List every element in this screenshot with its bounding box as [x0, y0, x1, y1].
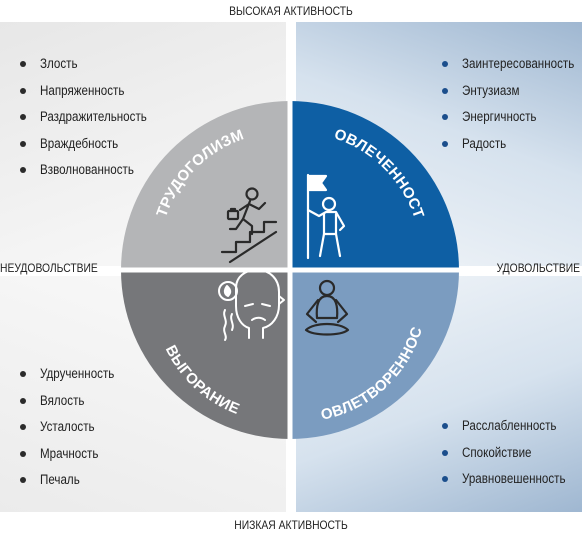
sector-workaholism: [121, 101, 290, 270]
burning-head-icon: [218, 269, 285, 341]
burnout-emotion-item-label: Удрученность: [40, 366, 115, 381]
satisfaction-emotion-item-label: Расслабленность: [462, 418, 557, 433]
climbing-stairs-icon: [220, 187, 278, 264]
burnout-emotion-item-label: Вялость: [40, 392, 85, 408]
burnout-emotion-item-label: Мрачность: [40, 445, 99, 461]
workaholism-emotion-item-label: Напряженность: [40, 82, 125, 98]
satisfaction-emotion-item: Расслабленность: [440, 416, 582, 443]
engagement-emotion-item: Радость: [440, 134, 582, 161]
axis-label-low-activity: НИЗКАЯ АКТИВНОСТЬ: [234, 518, 348, 532]
axis-label-pleasure: УДОВОЛЬСТВИЕ: [496, 261, 580, 275]
engagement-emotion-item-label: Энтузиазм: [462, 82, 520, 98]
sector-satisfaction: [290, 270, 459, 439]
workaholism-emotion-item-label: Злость: [40, 56, 78, 71]
engagement-emotion-item-label: Энергичность: [462, 109, 537, 124]
axis-label-high-activity: ВЫСОКАЯ АКТИВНОСТЬ: [229, 4, 353, 18]
burnout-emotion-item: Мрачность: [18, 444, 126, 471]
meditation-icon: [304, 279, 350, 336]
sector-engagement: [290, 101, 459, 270]
workaholism-emotion-item: Злость: [18, 54, 164, 81]
workaholism-emotion-item: Напряженность: [18, 81, 164, 108]
engagement-emotion-item-label: Заинтересованность: [462, 56, 575, 71]
burnout-emotion-item: Вялость: [18, 391, 126, 418]
satisfaction-emotion-item: Спокойствие: [440, 443, 582, 470]
sector-burnout: [121, 270, 290, 439]
burnout-emotion-item: Печаль: [18, 470, 126, 497]
axis-label-displeasure: НЕУДОВОЛЬСТВИЕ: [0, 261, 98, 275]
workaholism-emotion-item: Взволнованность: [18, 160, 164, 187]
workaholism-emotion-item-label: Раздражительность: [40, 109, 147, 124]
burnout-emotion-item: Удрученность: [18, 364, 126, 391]
engagement-emotion-item-label: Радость: [462, 135, 507, 151]
engagement-emotion-item: Энергичность: [440, 107, 582, 134]
burnout-emotion-item: Усталость: [18, 417, 126, 444]
satisfaction-emotion-item-label: Уравновешенность: [462, 471, 566, 486]
engagement-emotion-item: Заинтересованность: [440, 54, 582, 81]
burnout-emotion-item-label: Усталость: [40, 419, 95, 434]
satisfaction-emotion-item: Уравновешенность: [440, 469, 582, 496]
workaholism-emotion-item-label: Враждебность: [40, 135, 119, 151]
workaholism-emotion-item: Раздражительность: [18, 107, 164, 134]
engagement-emotion-item: Энтузиазм: [440, 81, 582, 108]
workaholism-emotion-item-label: Взволнованность: [40, 162, 134, 177]
burnout-emotion-item-label: Печаль: [40, 472, 80, 487]
workaholism-emotion-item: Враждебность: [18, 134, 164, 161]
person-with-flag-icon: [306, 173, 346, 260]
satisfaction-emotion-item-label: Спокойствие: [462, 444, 532, 460]
